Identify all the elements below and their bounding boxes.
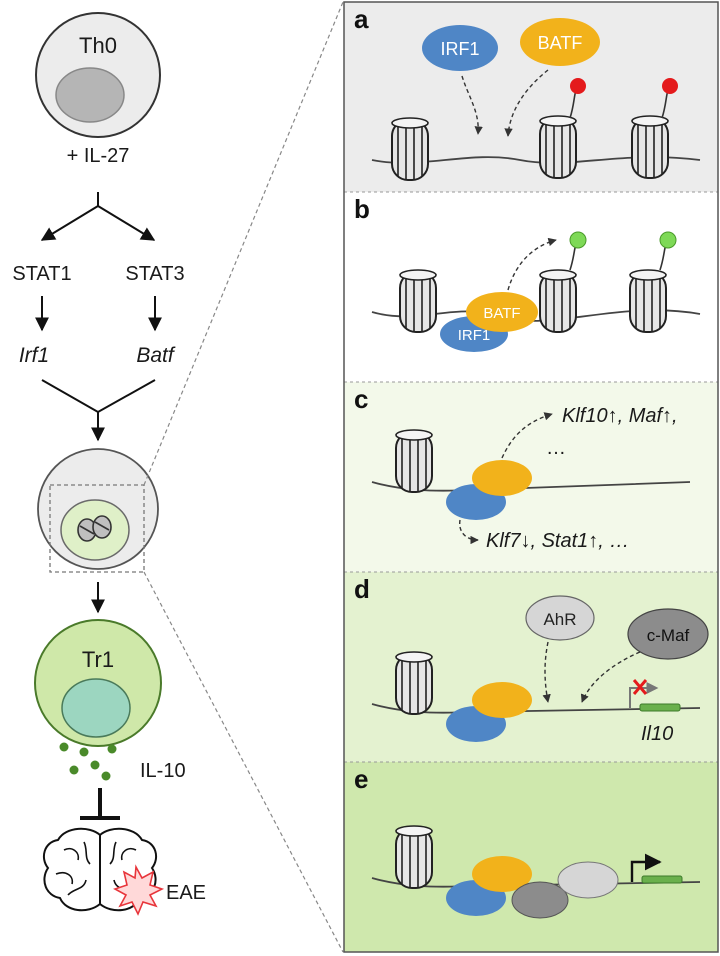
- ahr-protein: [525, 595, 595, 641]
- eae-label: EAE: [166, 882, 206, 904]
- il10-label: IL-10: [140, 760, 186, 782]
- il10-gene-label: Il10: [641, 723, 673, 745]
- panel-c-letter: c: [354, 384, 368, 414]
- ahr-label: AhR: [543, 610, 576, 629]
- irf1-label: IRF1: [440, 39, 479, 59]
- th0-label: Th0: [79, 33, 117, 58]
- red-histone-mark: [662, 78, 678, 94]
- promoter-arrow-icon: [629, 682, 659, 708]
- green-histone-mark: [569, 231, 587, 249]
- stat3-label: STAT3: [125, 263, 184, 285]
- nucleosome-icon: [629, 269, 667, 333]
- panel-b: b IRF1 BATF: [354, 194, 701, 352]
- batf-protein: [466, 292, 538, 332]
- nucleosome-icon: [395, 651, 433, 715]
- ahr-protein: [557, 861, 619, 899]
- panel-d: d AhR c-Maf Il10: [354, 574, 709, 745]
- block-x-icon: [632, 679, 648, 695]
- targets-ellipsis: …: [546, 437, 566, 459]
- il10-gene-block: [641, 875, 683, 884]
- chromatin-icon: [77, 515, 112, 542]
- panel-b-letter: b: [354, 194, 370, 224]
- batf-protein: [520, 18, 600, 66]
- nucleosome-icon: [539, 269, 577, 333]
- batf-protein: [472, 460, 532, 496]
- panel-e-letter: e: [354, 764, 368, 794]
- irf1-protein: [422, 25, 498, 71]
- il10-dots: [59, 742, 117, 781]
- batf-protein: [472, 856, 532, 892]
- panel-a-letter: a: [354, 4, 369, 34]
- stat1-label: STAT1: [12, 263, 71, 285]
- nucleosome-icon: [395, 429, 433, 493]
- cmaf-protein: [511, 881, 569, 919]
- promoter-arrow-icon: [630, 853, 662, 882]
- th0-nucleus: [55, 67, 125, 123]
- batf-gene-label: Batf: [136, 344, 176, 367]
- tr1-cell: Tr1: [34, 619, 162, 747]
- panel-c: c Klf10↑, Maf↑, … Klf7↓, Stat1↑, …: [354, 384, 691, 552]
- irf1-gene-label: Irf1: [19, 344, 49, 367]
- upregulated-targets: Klf10↑, Maf↑,: [562, 405, 678, 427]
- il27-stimulus-label: + IL-27: [67, 145, 130, 167]
- batf-label: BATF: [483, 305, 520, 322]
- red-histone-mark: [570, 78, 586, 94]
- stat-arrows: [35, 296, 162, 332]
- panel-a: a IRF1 BATF: [354, 4, 701, 181]
- nucleosome-icon: [539, 115, 577, 179]
- nucleosome-icon: [631, 115, 669, 179]
- zoom-box: [49, 484, 145, 573]
- inhibition-bar-icon: [80, 788, 120, 820]
- th0-cell: Th0: [35, 12, 161, 138]
- cmaf-protein: [627, 608, 709, 660]
- eae-lesion-icon: [113, 864, 165, 916]
- batf-protein: [472, 682, 532, 718]
- batf-label: BATF: [538, 33, 583, 53]
- tr1-nucleus: [61, 678, 131, 738]
- panel-e: e: [354, 764, 701, 919]
- nucleosome-icon: [395, 825, 433, 889]
- irf1-label: IRF1: [458, 327, 491, 344]
- activated-cell: [37, 448, 159, 573]
- panel-d-letter: d: [354, 574, 370, 604]
- nucleosome-icon: [399, 269, 437, 333]
- nucleosome-icon: [391, 117, 429, 181]
- regulated-targets: Klf7↓, Stat1↑, …: [486, 530, 629, 552]
- zoom-lines: [143, 1, 344, 953]
- il10-gene-block: [639, 703, 681, 712]
- tr1-label: Tr1: [82, 647, 114, 672]
- branch-arrows: [40, 192, 156, 241]
- cmaf-label: c-Maf: [647, 626, 690, 645]
- merge-arrows: [41, 379, 156, 442]
- green-histone-mark: [659, 231, 677, 249]
